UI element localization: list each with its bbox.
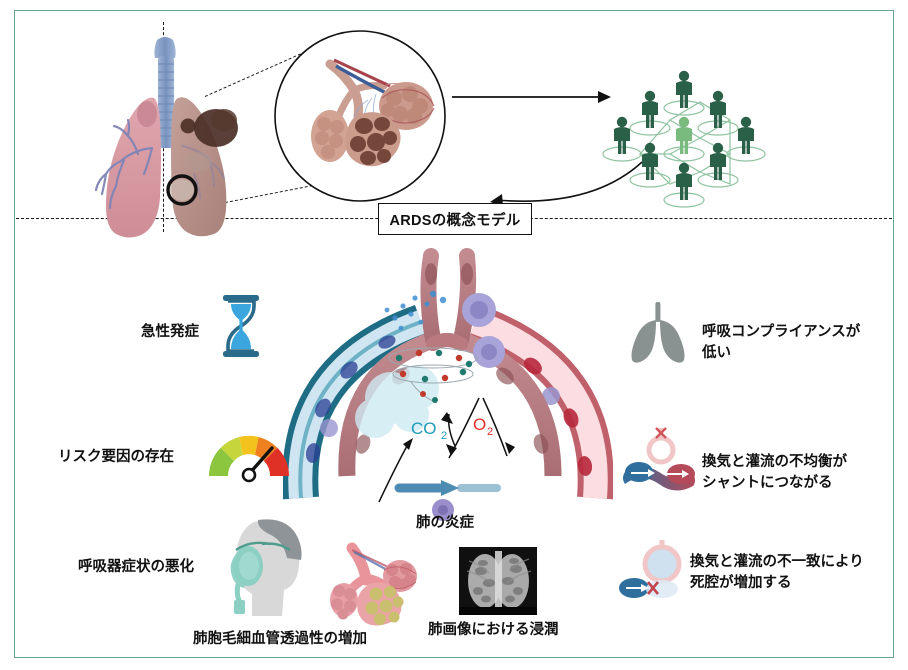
label-lung-inflammation: 肺の炎症: [416, 515, 474, 531]
label-low-compliance: 呼吸コンプライアンスが 低い: [702, 324, 861, 362]
alveoli-icon: [322, 534, 420, 626]
o2-label: O: [473, 415, 486, 434]
chest-xray-image: [459, 547, 537, 615]
arrow-alveoli-to-population: [452, 86, 612, 108]
svg-text:2: 2: [441, 430, 447, 442]
label-lung-infiltration: 肺画像における浸潤: [428, 622, 559, 638]
co2-label: CO: [411, 419, 437, 438]
label-shunt: 換気と灌流の不均衡が シャントにつながる: [702, 454, 847, 492]
label-respiratory-worsening: 呼吸器症状の悪化: [78, 559, 194, 575]
lungs-anatomy-illustration: [48, 22, 288, 238]
shunt-icon: [623, 427, 697, 491]
label-acute-onset: 急性発症: [141, 324, 199, 340]
alveoli-magnified-circle: [272, 28, 448, 204]
gauge-icon: [203, 420, 295, 483]
gas-exchange-illustration: CO 2 O 2: [283, 248, 613, 533]
label-risk-factors: リスク要因の存在: [58, 449, 174, 465]
svg-text:2: 2: [487, 426, 493, 438]
hourglass-icon: [215, 293, 267, 359]
population-network-icon: [600, 62, 768, 208]
label-capillary-permeability: 肺胞毛細血管透過性の増加: [193, 631, 367, 647]
gray-lungs-icon: [627, 302, 689, 363]
center-title-box: ARDSの概念モデル: [378, 203, 532, 235]
label-dead-space: 換気と灌流の不一致により 死腔が増加する: [690, 554, 864, 592]
oxygen-mask-icon: [218, 516, 310, 616]
dead-space-icon: [619, 540, 700, 602]
page-title: ARDSの概念モデル: [389, 212, 521, 229]
